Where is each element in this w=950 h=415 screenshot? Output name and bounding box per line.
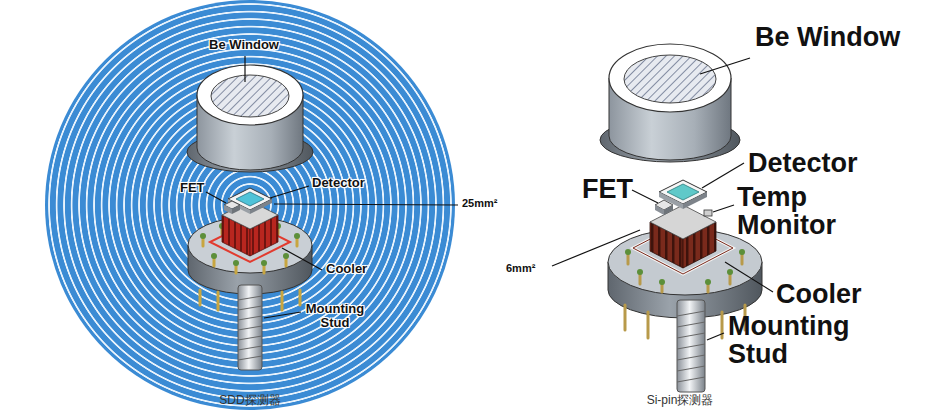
part-label: Be Window (755, 24, 905, 52)
mounting-stud (238, 285, 262, 370)
part-label: Mounting Stud (728, 313, 888, 369)
part-label: Detector (312, 176, 365, 191)
caption: Si-pin探测器 (625, 394, 735, 408)
part-label: FET (180, 181, 205, 196)
fet (224, 201, 240, 214)
part-label: FET (582, 174, 633, 205)
sdd-illustration (45, 0, 458, 410)
cooler (633, 205, 733, 274)
part-label: Cooler (326, 262, 367, 277)
part-label: Cooler (776, 279, 862, 310)
be-window-cap (187, 65, 313, 172)
leader-lines (206, 56, 458, 318)
part-label: Detector (748, 148, 858, 179)
detector-chip (228, 188, 272, 214)
part-label: Be Window (209, 38, 279, 53)
part-label: Temp Monitor (737, 184, 897, 240)
dimension-label: 25mm² (462, 197, 497, 210)
caption: SDD探测器 (205, 394, 295, 408)
temp-monitor (704, 210, 712, 216)
part-label: Mounting Stud (300, 302, 370, 331)
be-window-cap (600, 44, 740, 162)
dimension-label: 6mm² (506, 262, 535, 275)
mounting-stud (677, 300, 705, 392)
